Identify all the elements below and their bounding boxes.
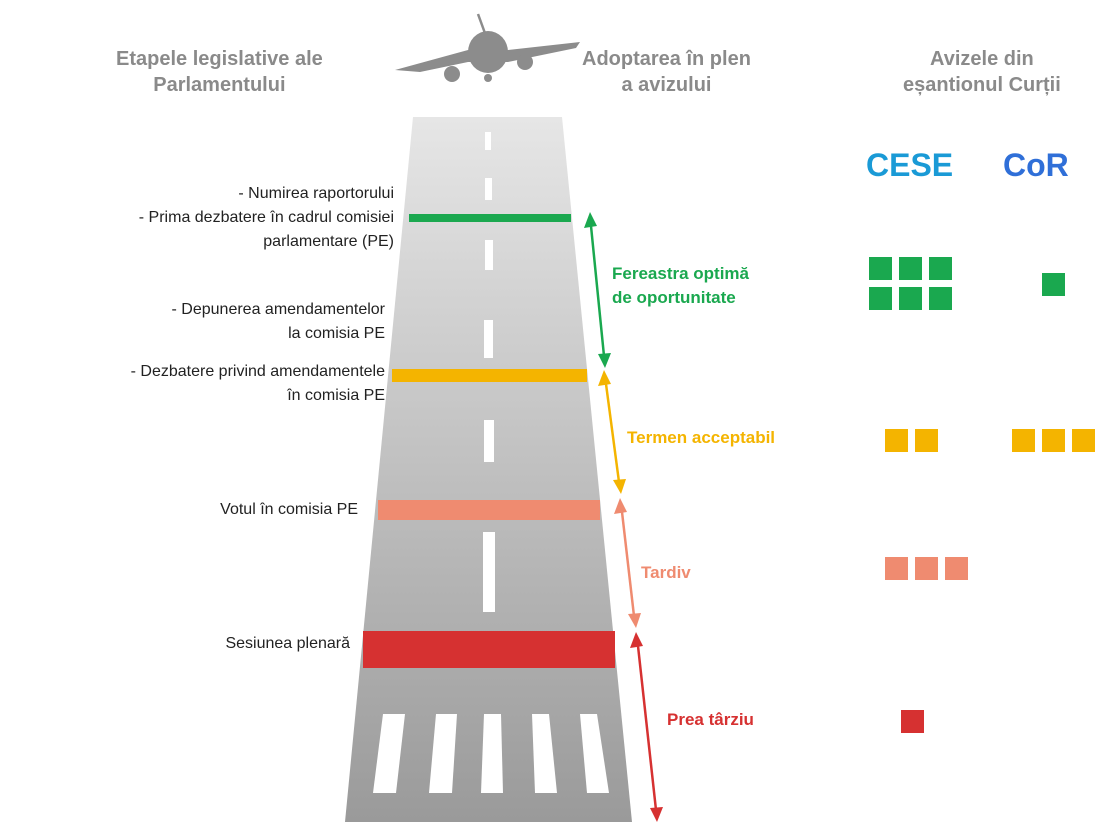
cese-opinion-square-optimal <box>929 287 952 310</box>
cese-opinion-square-late <box>945 557 968 580</box>
header-left-line1: Etapele legislative ale <box>116 48 323 70</box>
column-cor: CoR <box>1003 147 1069 183</box>
stage1-line2: - Prima dezbatere în cadrul comisiei <box>138 209 394 226</box>
header-right-line2: eșantionul Curții <box>903 74 1061 96</box>
cese-opinion-square-optimal <box>929 257 952 280</box>
cese-opinion-square-acceptable <box>915 429 938 452</box>
bar-stage3 <box>392 369 587 382</box>
cese-opinion-square-optimal <box>899 287 922 310</box>
cese-opinion-square-optimal <box>869 257 892 280</box>
header-left-line2: Parlamentului <box>153 74 286 96</box>
window-too-late-line1: Prea târziu <box>667 710 754 729</box>
cese-opinion-square-late <box>915 557 938 580</box>
stage2-line1: - Depunerea amendamentelor <box>171 301 385 318</box>
window-optimal-label: Fereastra optimă de oportunitate <box>612 262 749 310</box>
arrow-optimal <box>584 212 611 368</box>
column-cese: CESE <box>866 147 954 183</box>
header-plenary-adoption: Adoptarea în plen a avizului <box>582 46 751 98</box>
arrow-too-late <box>630 632 663 822</box>
header-legislative-stages: Etapele legislative ale Parlamentului <box>116 46 323 98</box>
window-optimal-line1: Fereastra optimă <box>612 264 749 283</box>
cor-opinion-square-optimal <box>1042 273 1065 296</box>
stage3-line1: - Dezbatere privind amendamentele <box>130 363 385 380</box>
stage-label-3: - Dezbatere privind amendamentele în com… <box>131 360 385 408</box>
stage1-line1: - Numirea raportorului <box>238 185 394 202</box>
cor-opinion-square-acceptable <box>1042 429 1065 452</box>
runway-center-dashes <box>483 132 495 612</box>
bar-stage5 <box>363 631 615 668</box>
cese-opinion-square-optimal <box>869 287 892 310</box>
stage-label-4: Votul în comisia PE <box>220 498 358 522</box>
stage1-line3: parlamentare (PE) <box>263 233 394 250</box>
stage3-line2: în comisia PE <box>287 387 385 404</box>
cor-opinion-square-acceptable <box>1072 429 1095 452</box>
bar-stage4 <box>378 500 600 520</box>
arrow-late <box>614 498 641 628</box>
stage-label-2: - Depunerea amendamentelor la comisia PE <box>172 298 385 346</box>
bar-stage1 <box>409 214 571 222</box>
cese-opinion-square-optimal <box>899 257 922 280</box>
stage2-line2: la comisia PE <box>288 325 385 342</box>
cese-opinion-square-too-late <box>901 710 924 733</box>
window-acceptable-label: Termen acceptabil <box>627 426 775 450</box>
stage-label-1: - Numirea raportorului - Prima dezbatere… <box>139 182 394 254</box>
window-acceptable-line1: Termen acceptabil <box>627 428 776 447</box>
airplane-icon <box>395 13 580 82</box>
header-middle-line2: a avizului <box>621 74 712 96</box>
window-optimal-line2: de oportunitate <box>612 288 736 307</box>
header-sample-opinions: Avizele din eșantionul Curții <box>903 46 1061 98</box>
window-too-late-label: Prea târziu <box>667 708 754 732</box>
window-late-label: Tardiv <box>641 561 691 585</box>
runway-threshold-stripes <box>373 714 609 793</box>
window-late-line1: Tardiv <box>641 563 691 582</box>
cor-opinion-square-acceptable <box>1012 429 1035 452</box>
stage5-line1: Sesiunea plenară <box>225 635 350 652</box>
arrow-acceptable <box>598 370 626 494</box>
stage4-line1: Votul în comisia PE <box>220 501 358 518</box>
cese-opinion-square-acceptable <box>885 429 908 452</box>
cese-opinion-square-late <box>885 557 908 580</box>
header-middle-line1: Adoptarea în plen <box>582 48 751 70</box>
header-right-line1: Avizele din <box>930 48 1034 70</box>
stage-label-5: Sesiunea plenară <box>225 632 350 656</box>
